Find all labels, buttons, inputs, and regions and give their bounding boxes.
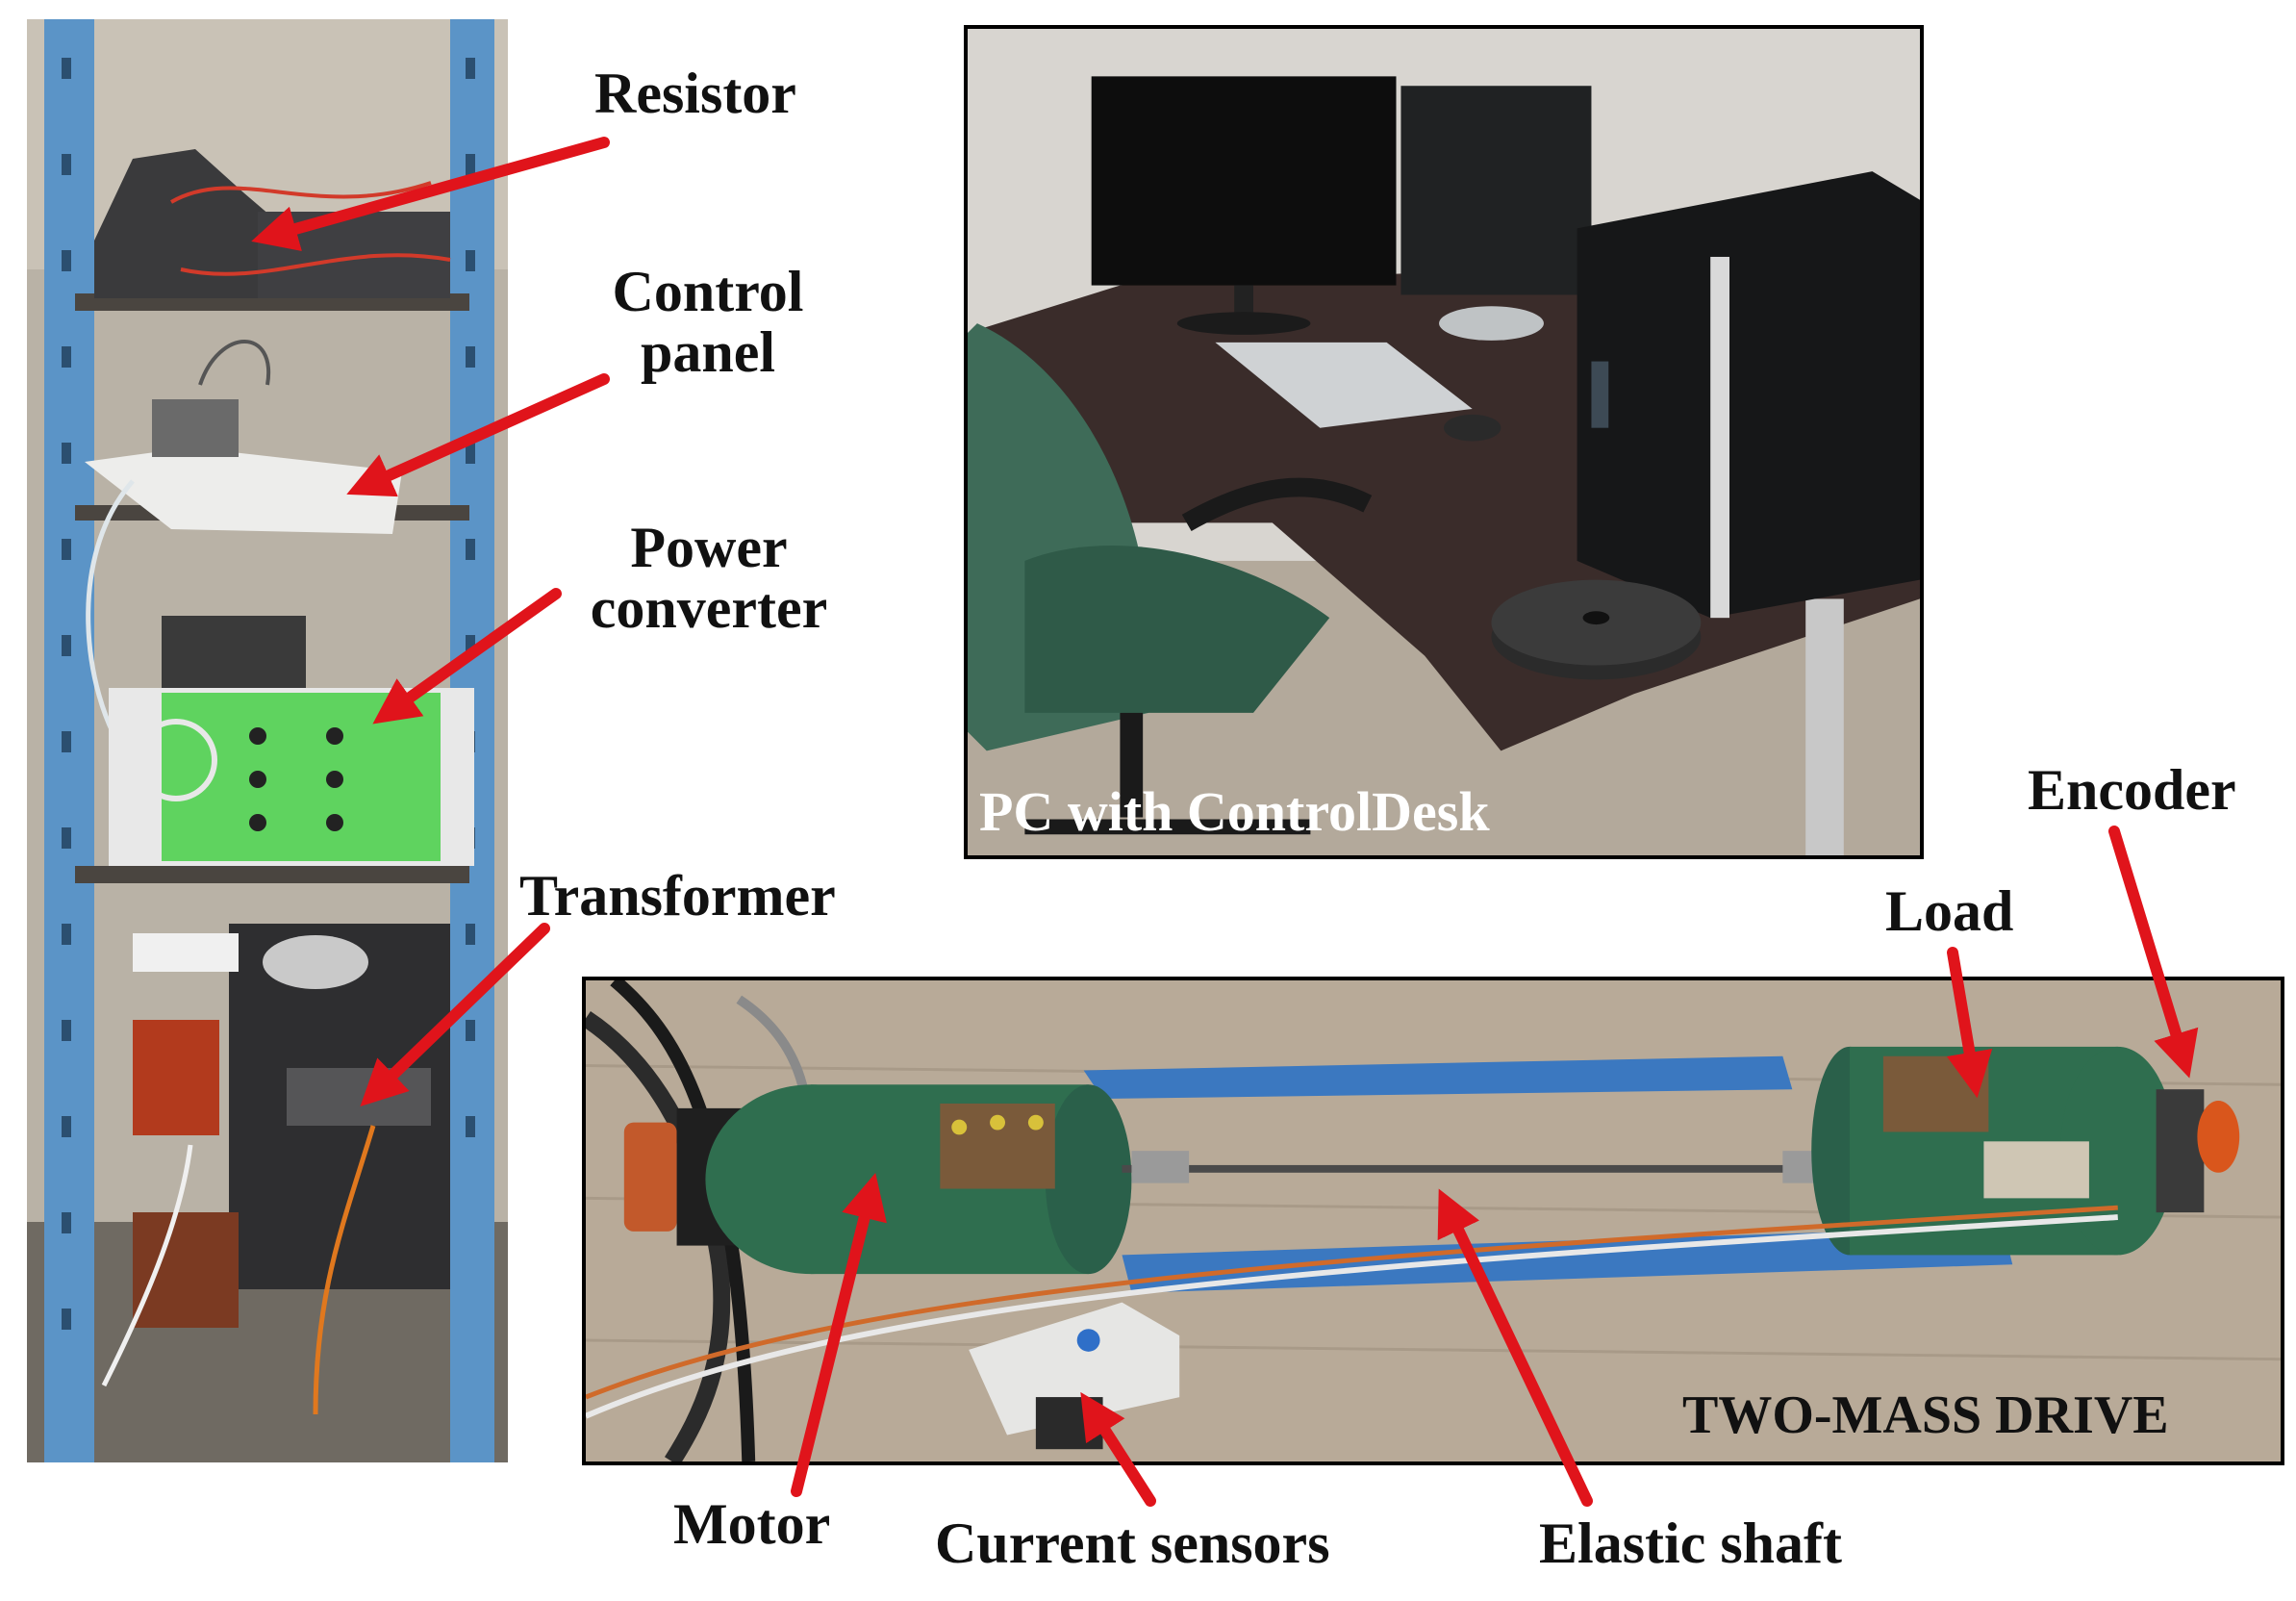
control-panel-label-line1: Control xyxy=(612,260,804,323)
resistor-label: Resistor xyxy=(594,62,796,125)
power-converter-label-line1: Power xyxy=(630,516,788,579)
encoder-label: Encoder xyxy=(2028,758,2236,822)
elastic-shaft-label: Elastic shaft xyxy=(1539,1512,1842,1575)
control-panel-label: Control panel xyxy=(577,262,839,383)
power-converter-label: Power converter xyxy=(550,518,868,639)
rack-photo xyxy=(27,19,508,1462)
two-mass-drive-caption: TWO-MASS DRIVE xyxy=(1682,1385,2169,1445)
motor-label: Motor xyxy=(673,1492,831,1556)
pc-photo: PC with ControlDesk xyxy=(964,25,1924,859)
current-sensors-label: Current sensors xyxy=(935,1512,1330,1575)
power-converter-label-line2: converter xyxy=(590,576,828,640)
load-label: Load xyxy=(1885,879,2014,943)
pc-caption: PC with ControlDesk xyxy=(979,780,1490,843)
control-panel-label-line2: panel xyxy=(640,320,776,384)
two-mass-drive-photo: TWO-MASS DRIVE xyxy=(582,977,2284,1465)
transformer-label: Transformer xyxy=(519,864,836,928)
